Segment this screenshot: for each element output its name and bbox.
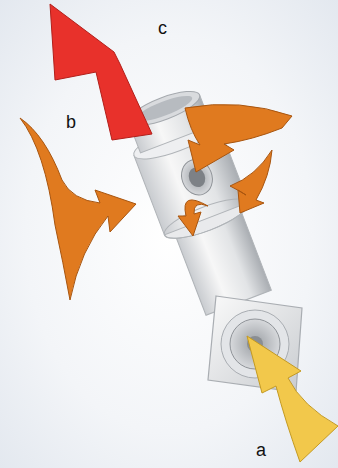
curl-arrow [178, 200, 208, 236]
swirl-arrow [230, 150, 272, 213]
inlet-arrow [247, 336, 338, 462]
arrow-label: b [66, 112, 76, 132]
arrow-label: a [256, 440, 266, 460]
arrow-label: c [158, 18, 167, 38]
side-inflow-arrow [20, 118, 136, 300]
outlet-arrow [50, 4, 152, 140]
inflow-arrow [185, 104, 292, 172]
